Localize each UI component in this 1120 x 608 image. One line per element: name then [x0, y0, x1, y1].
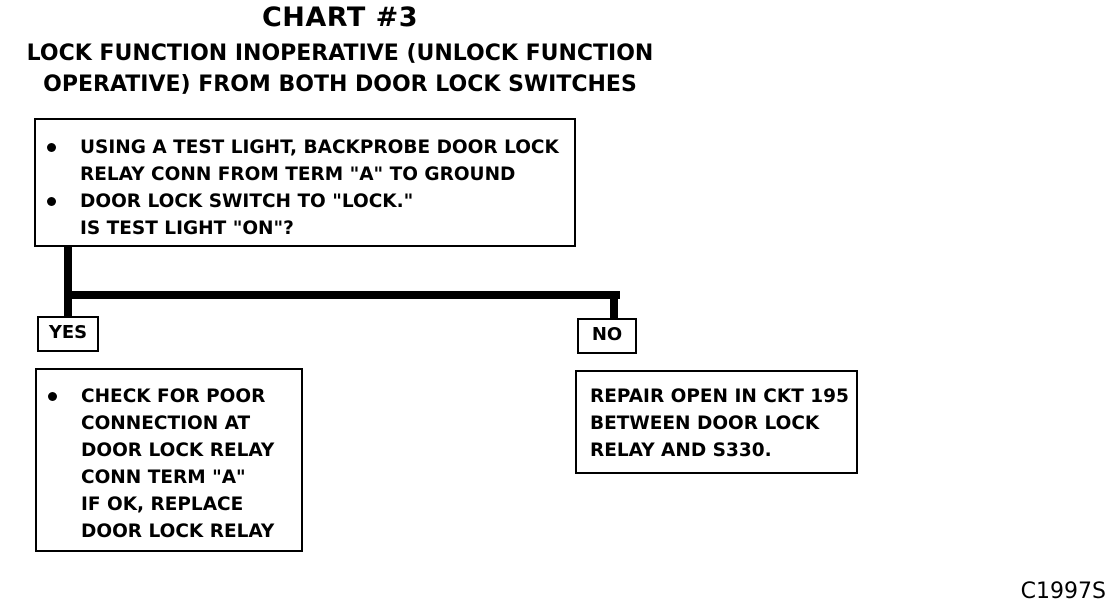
- yes-action-item: CHECK FOR POOR CONNECTION AT DOOR LOCK R…: [37, 383, 301, 545]
- test-step-item: DOOR LOCK SWITCH TO "LOCK." IS TEST LIGH…: [36, 188, 574, 242]
- no-label: NO: [591, 324, 623, 345]
- yes-action-box: CHECK FOR POOR CONNECTION AT DOOR LOCK R…: [35, 368, 303, 552]
- connector-yes-drop: [64, 291, 72, 318]
- no-action-box: REPAIR OPEN IN CKT 195 BETWEEN DOOR LOCK…: [575, 370, 858, 474]
- no-action-line: RELAY AND S330.: [590, 440, 772, 461]
- chart-title: CHART #3: [261, 2, 419, 33]
- test-step-line: RELAY CONN FROM TERM "A" TO GROUND: [80, 164, 516, 185]
- bullet-icon: [47, 197, 56, 206]
- yes-label: YES: [48, 322, 88, 343]
- test-step-line: USING A TEST LIGHT, BACKPROBE DOOR LOCK: [80, 137, 559, 158]
- no-action-line: BETWEEN DOOR LOCK: [590, 413, 820, 434]
- yes-action-line: DOOR LOCK RELAY: [81, 521, 275, 542]
- connector-horizontal: [64, 291, 620, 299]
- connector-no-drop: [610, 291, 618, 321]
- yes-action-line: CHECK FOR POOR: [81, 386, 266, 407]
- yes-action-line: DOOR LOCK RELAY: [81, 440, 275, 461]
- test-step-line: DOOR LOCK SWITCH TO "LOCK.": [80, 191, 414, 212]
- no-action-line: REPAIR OPEN IN CKT 195: [590, 386, 849, 407]
- subtitle-line: LOCK FUNCTION INOPERATIVE (UNLOCK FUNCTI…: [26, 41, 654, 66]
- connector-trunk: [64, 245, 72, 307]
- bullet-icon: [47, 143, 56, 152]
- test-step-box: USING A TEST LIGHT, BACKPROBE DOOR LOCK …: [34, 118, 576, 247]
- yes-action-line: CONN TERM "A": [81, 467, 246, 488]
- subtitle-line: OPERATIVE) FROM BOTH DOOR LOCK SWITCHES: [43, 72, 637, 97]
- yes-action-line: CONNECTION AT: [81, 413, 251, 434]
- test-step-item: USING A TEST LIGHT, BACKPROBE DOOR LOCK …: [36, 134, 574, 188]
- no-label-box: NO: [577, 318, 637, 354]
- test-question: IS TEST LIGHT "ON"?: [80, 218, 294, 239]
- yes-action-line: IF OK, REPLACE: [81, 494, 244, 515]
- bullet-icon: [48, 392, 57, 401]
- chart-subtitle: LOCK FUNCTION INOPERATIVE (UNLOCK FUNCTI…: [0, 38, 680, 100]
- yes-label-box: YES: [37, 316, 99, 352]
- figure-id: C1997S: [1020, 579, 1106, 604]
